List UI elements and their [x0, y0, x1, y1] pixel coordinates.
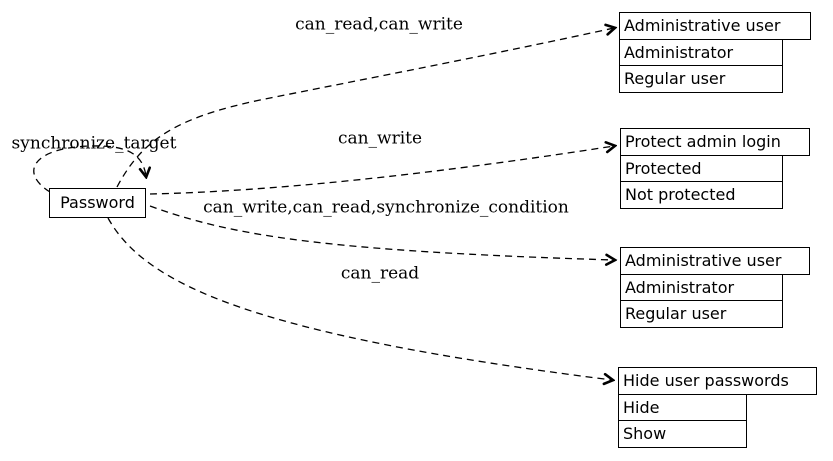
- table-protect-admin-login: Protect admin login Protected Not protec…: [620, 128, 810, 209]
- table-row: Administrator: [620, 273, 783, 302]
- edge-label-can-write-can-read-synchronize-condition: can_write,can_read,synchronize_condition: [203, 197, 569, 218]
- self-loop-label: synchronize_target: [11, 133, 177, 154]
- edge-label-can-read-can-write: can_read,can_write: [295, 14, 463, 35]
- table-row: Regular user: [619, 65, 783, 93]
- self-loop-path: [33, 145, 146, 193]
- table-header: Hide user passwords: [618, 367, 817, 395]
- table-row: Hide: [618, 393, 747, 422]
- table-header: Administrative user: [619, 12, 811, 40]
- table-row: Administrator: [619, 38, 783, 67]
- edge-label-can-read: can_read: [340, 263, 420, 284]
- table-row: Protected: [620, 154, 783, 183]
- table-row: Regular user: [620, 300, 783, 328]
- edge-label-can-write: can_write: [337, 128, 423, 149]
- table-header: Administrative user: [620, 247, 810, 275]
- edge-can-read-path: [107, 217, 612, 380]
- table-header: Protect admin login: [620, 128, 810, 156]
- password-node: Password: [49, 188, 146, 218]
- edge-can-read-can-write-path: [116, 28, 614, 188]
- table-administrative-user-1: Administrative user Administrator Regula…: [619, 12, 811, 93]
- table-row: Not protected: [620, 181, 783, 209]
- table-administrative-user-2: Administrative user Administrator Regula…: [620, 247, 810, 328]
- table-hide-user-passwords: Hide user passwords Hide Show: [618, 367, 817, 448]
- table-row: Show: [618, 420, 747, 448]
- edge-can-write-path: [149, 146, 614, 195]
- password-node-label: Password: [60, 193, 135, 212]
